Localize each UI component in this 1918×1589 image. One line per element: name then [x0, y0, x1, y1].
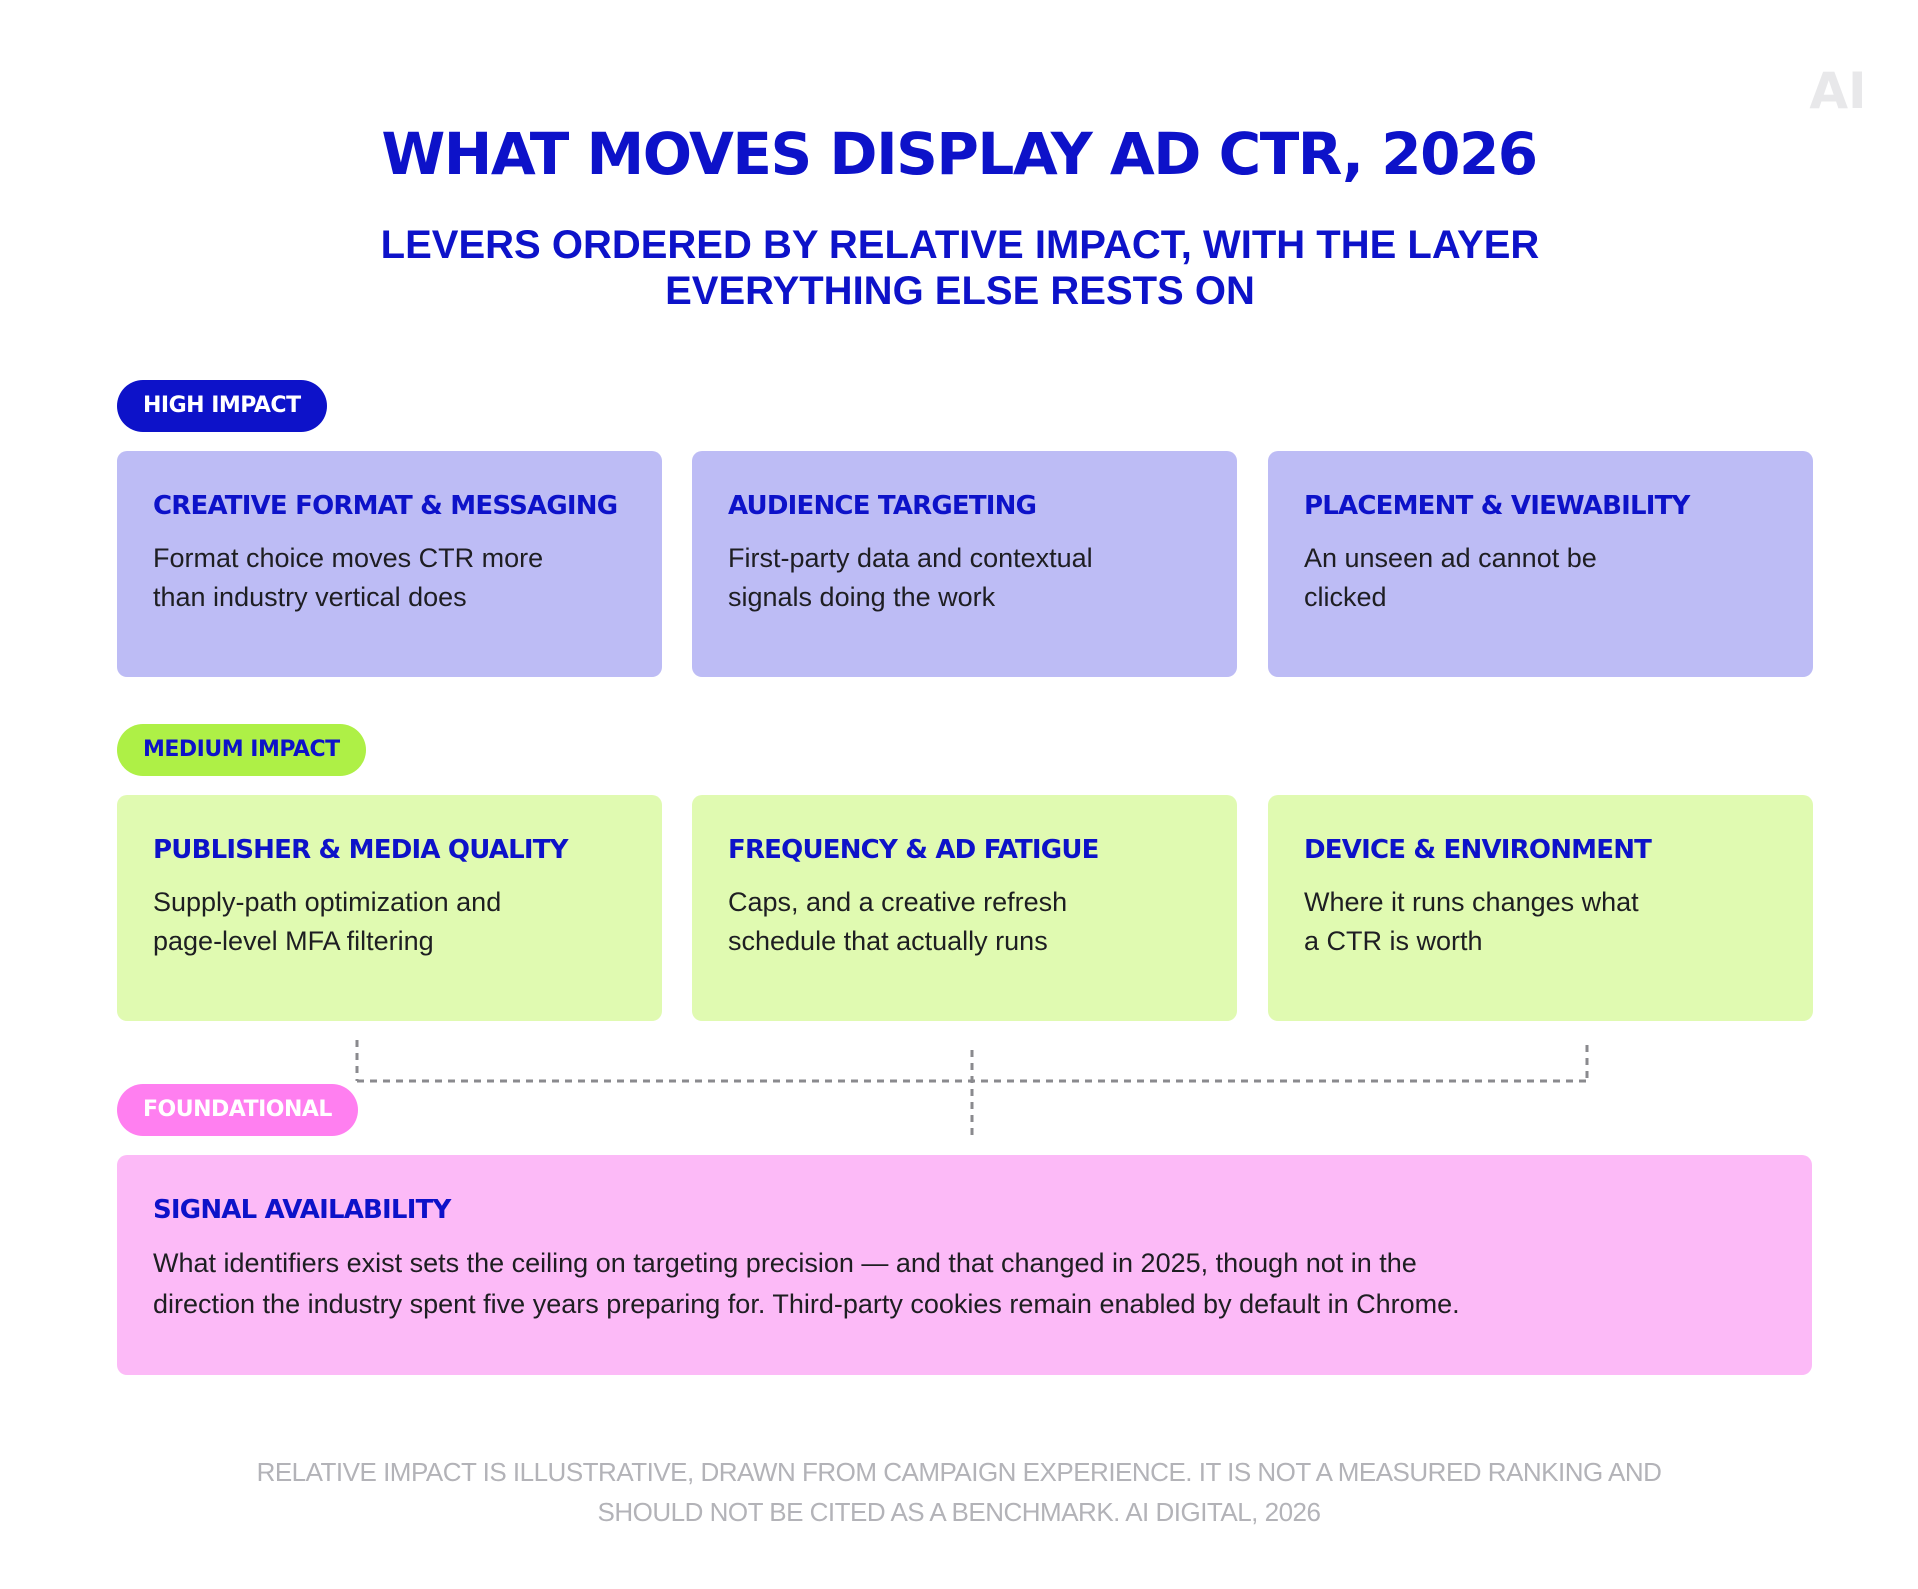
lever-card-desc-line: Where it runs changes what — [1304, 887, 1639, 917]
lever-card-desc-line: Format choice moves CTR more — [153, 543, 544, 573]
lever-card-description: Supply-path optimization and page-level … — [153, 883, 626, 961]
lever-card-title: CREATIVE FORMAT & MESSAGING — [153, 491, 618, 521]
lever-card-title: PLACEMENT & VIEWABILITY — [1304, 491, 1690, 521]
lever-card-desc-line: Caps, and a creative refresh — [728, 887, 1068, 917]
lever-card-desc-line: clicked — [1304, 582, 1387, 612]
footer-line-2: SHOULD NOT BE CITED AS A BENCHMARK. AI D… — [597, 1497, 1321, 1527]
lever-card-desc-line: schedule that actually runs — [728, 926, 1048, 956]
lever-card-description: First-party data and contextual signals … — [728, 539, 1201, 617]
lever-card-title: DEVICE & ENVIRONMENT — [1304, 835, 1652, 865]
tier-label-high-impact: HIGH IMPACT — [117, 380, 327, 432]
lever-card-desc-line: page-level MFA filtering — [153, 926, 434, 956]
lever-card-creative-format: CREATIVE FORMAT & MESSAGING Format choic… — [117, 451, 662, 677]
lever-card-signal-availability: SIGNAL AVAILABILITY What identifiers exi… — [117, 1155, 1812, 1375]
lever-card-title: PUBLISHER & MEDIA QUALITY — [153, 835, 568, 865]
lever-card-desc-line: signals doing the work — [728, 582, 996, 612]
lever-card-description: Caps, and a creative refresh schedule th… — [728, 883, 1201, 961]
lever-card-description: An unseen ad cannot be clicked — [1304, 539, 1777, 617]
lever-card-desc-line: a CTR is worth — [1304, 926, 1483, 956]
lever-card-desc-line: direction the industry spent five years … — [153, 1289, 1460, 1319]
lever-card-desc-line: An unseen ad cannot be — [1304, 543, 1597, 573]
lever-card-device-environment: DEVICE & ENVIRONMENT Where it runs chang… — [1268, 795, 1813, 1021]
page-title: WHAT MOVES DISPLAY AD CTR, 2026 — [381, 120, 1538, 188]
lever-card-placement-viewability: PLACEMENT & VIEWABILITY An unseen ad can… — [1268, 451, 1813, 677]
connector-lines — [355, 1040, 1589, 1140]
subtitle-line-2: EVERYTHING ELSE RESTS ON — [665, 269, 1255, 313]
logo-text: AI — [1809, 64, 1866, 114]
lever-card-desc-line: Supply-path optimization and — [153, 887, 502, 917]
lever-card-description: Where it runs changes what a CTR is wort… — [1304, 883, 1777, 961]
lever-card-description: Format choice moves CTR more than indust… — [153, 539, 626, 617]
lever-card-publisher-quality: PUBLISHER & MEDIA QUALITY Supply-path op… — [117, 795, 662, 1021]
lever-card-desc-line: than industry vertical does — [153, 582, 467, 612]
footer-disclaimer: RELATIVE IMPACT IS ILLUSTRATIVE, DRAWN F… — [0, 1452, 1918, 1532]
footer-line-1: RELATIVE IMPACT IS ILLUSTRATIVE, DRAWN F… — [256, 1457, 1662, 1487]
lever-card-desc-line: What identifiers exist sets the ceiling … — [153, 1248, 1417, 1278]
lever-card-title: AUDIENCE TARGETING — [728, 491, 1037, 521]
tier-label-medium-impact: MEDIUM IMPACT — [117, 724, 366, 776]
page-subtitle: LEVERS ORDERED BY RELATIVE IMPACT, WITH … — [360, 222, 1560, 314]
lever-card-title: FREQUENCY & AD FATIGUE — [728, 835, 1099, 865]
lever-card-desc-line: First-party data and contextual — [728, 543, 1093, 573]
lever-card-frequency-fatigue: FREQUENCY & AD FATIGUE Caps, and a creat… — [692, 795, 1237, 1021]
lever-card-description: What identifiers exist sets the ceiling … — [153, 1243, 1776, 1325]
subtitle-line-1: LEVERS ORDERED BY RELATIVE IMPACT, WITH … — [380, 223, 1540, 267]
lever-card-audience-targeting: AUDIENCE TARGETING First-party data and … — [692, 451, 1237, 677]
lever-card-title: SIGNAL AVAILABILITY — [153, 1195, 451, 1225]
tier-label-foundational: FOUNDATIONAL — [117, 1084, 358, 1136]
ai-logo: AI — [1809, 64, 1866, 114]
